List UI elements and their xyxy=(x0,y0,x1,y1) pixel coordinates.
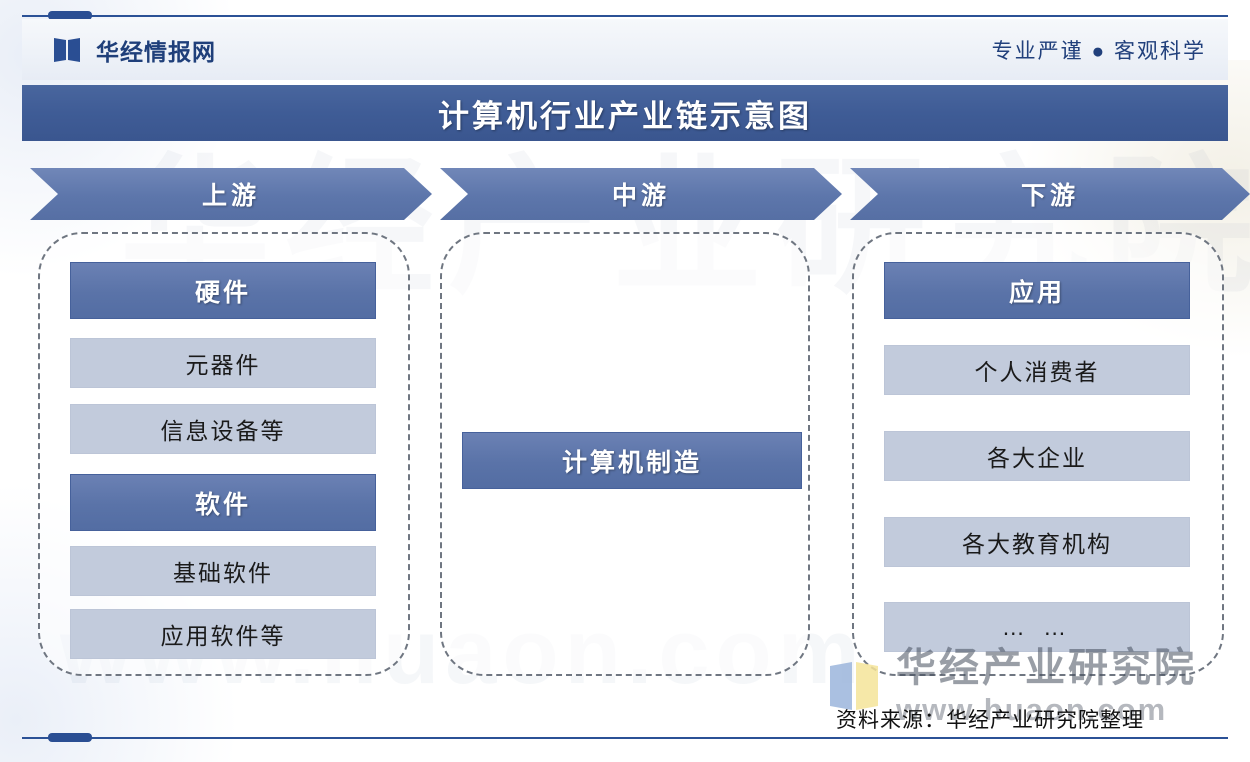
node-info-equipment[interactable]: 信息设备等 xyxy=(70,404,376,454)
stage-arrow-row: 上游 中游 下游 xyxy=(30,168,1220,220)
node-label: 应用软件等 xyxy=(160,623,286,649)
node-label: 计算机制造 xyxy=(561,448,702,477)
node-label: 各大教育机构 xyxy=(962,531,1112,557)
node-label: 软件 xyxy=(194,490,251,519)
node-label: 硬件 xyxy=(194,278,251,307)
brand-name: 华经情报网 xyxy=(96,38,216,65)
bottom-rule xyxy=(22,737,1228,739)
title-bar: 计算机行业产业链示意图 xyxy=(22,85,1228,141)
node-label: 应用 xyxy=(1008,278,1065,307)
node-computer-manufacturing[interactable]: 计算机制造 xyxy=(462,432,802,489)
page-title: 计算机行业产业链示意图 xyxy=(438,98,812,134)
node-education-institutions[interactable]: 各大教育机构 xyxy=(884,517,1190,567)
node-label: 各大企业 xyxy=(987,445,1087,471)
node-ellipsis[interactable]: … … xyxy=(884,602,1190,652)
header-tagline: 专业严谨 ● 客观科学 xyxy=(991,39,1206,63)
stage-arrow-label: 下游 xyxy=(1020,182,1079,210)
node-components[interactable]: 元器件 xyxy=(70,338,376,388)
open-book-icon xyxy=(54,37,80,62)
node-basic-software[interactable]: 基础软件 xyxy=(70,546,376,596)
node-label: 元器件 xyxy=(185,352,261,378)
node-label: 信息设备等 xyxy=(160,418,286,444)
node-enterprises[interactable]: 各大企业 xyxy=(884,431,1190,481)
stage-arrow-midstream[interactable]: 中游 xyxy=(440,168,842,220)
node-individual-consumers[interactable]: 个人消费者 xyxy=(884,345,1190,395)
stage-arrow-label: 上游 xyxy=(201,182,260,210)
node-label: 个人消费者 xyxy=(974,359,1100,385)
top-rule-accent xyxy=(48,11,92,20)
node-application-software[interactable]: 应用软件等 xyxy=(70,609,376,659)
node-hardware[interactable]: 硬件 xyxy=(70,262,376,319)
bottom-rule-accent xyxy=(48,733,92,742)
source-note: 资料来源：华经产业研究院整理 xyxy=(836,709,1144,732)
stage-arrow-upstream[interactable]: 上游 xyxy=(30,168,432,220)
node-software[interactable]: 软件 xyxy=(70,474,376,531)
stage-arrow-label: 中游 xyxy=(611,182,670,210)
page-header: 华经情报网 专业严谨 ● 客观科学 xyxy=(22,19,1228,80)
stage-arrow-downstream[interactable]: 下游 xyxy=(850,168,1250,220)
node-application[interactable]: 应用 xyxy=(884,262,1190,319)
brand: 华经情报网 xyxy=(52,33,216,67)
node-label: 基础软件 xyxy=(173,560,273,586)
top-rule xyxy=(22,15,1228,17)
node-label: … … xyxy=(1001,613,1073,640)
